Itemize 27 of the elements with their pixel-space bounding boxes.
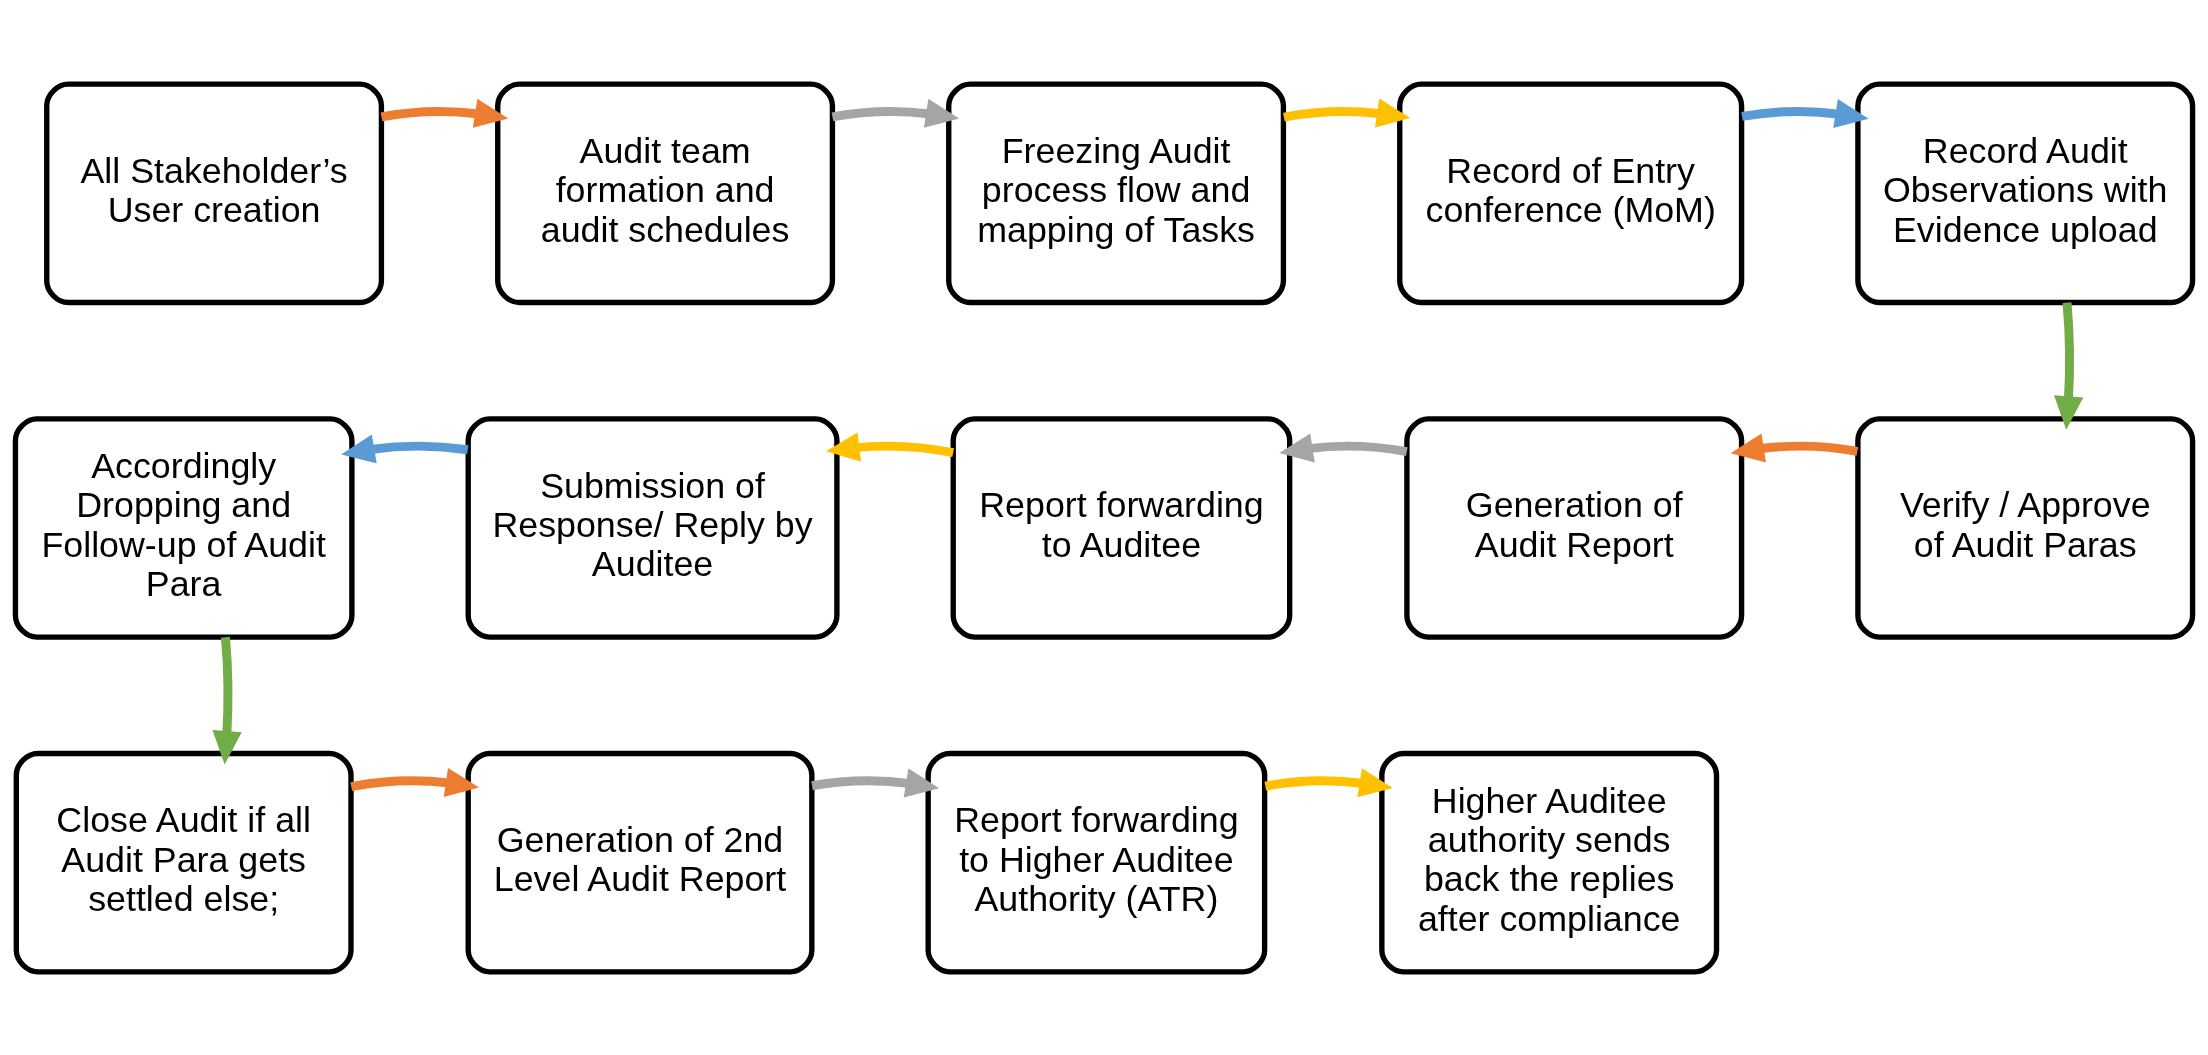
arrow — [1283, 98, 1411, 128]
node-box: Freezing Audit process flow and mapping of Tasks — [946, 80, 1287, 305]
node-box: All Stakeholder’s User creation — [44, 80, 385, 305]
arrow — [212, 636, 242, 764]
node-box: Audit team formation and audit schedules — [495, 80, 836, 305]
arrow — [826, 432, 954, 462]
node-box: Generation of 2nd Level Audit Report — [465, 750, 815, 975]
arrow — [811, 767, 940, 797]
node-box: Record of Entry conference (MoM) — [1397, 80, 1745, 305]
node-box: Generation of Audit Report — [1404, 415, 1745, 640]
node-box: Close Audit if all Audit Para gets settled else; — [13, 750, 354, 975]
node-box: Record Audit Observations with Evidence upload — [1855, 80, 2196, 305]
node-box: Submission of Response/ Reply by Auditee — [465, 415, 840, 640]
node-box: Report forwarding to Auditee — [950, 415, 1293, 640]
arrow — [1279, 432, 1408, 462]
node-box: Verify / Approve of Audit Paras — [1855, 415, 2196, 640]
node-box: Report forwarding to Higher Auditee Authority (ATR) — [925, 750, 1268, 975]
arrow — [380, 98, 509, 128]
arrow — [831, 98, 960, 128]
arrow — [1741, 98, 1869, 128]
arrow — [350, 767, 479, 797]
node-box: Higher Auditee authority sends back the replies after compliance — [1379, 750, 1720, 975]
arrow — [1264, 767, 1393, 797]
node-box: Accordingly Dropping and Follow-up of Audit Para — [12, 415, 355, 640]
arrow — [2054, 301, 2084, 430]
arrow — [1730, 433, 1859, 463]
arrow — [341, 433, 469, 463]
